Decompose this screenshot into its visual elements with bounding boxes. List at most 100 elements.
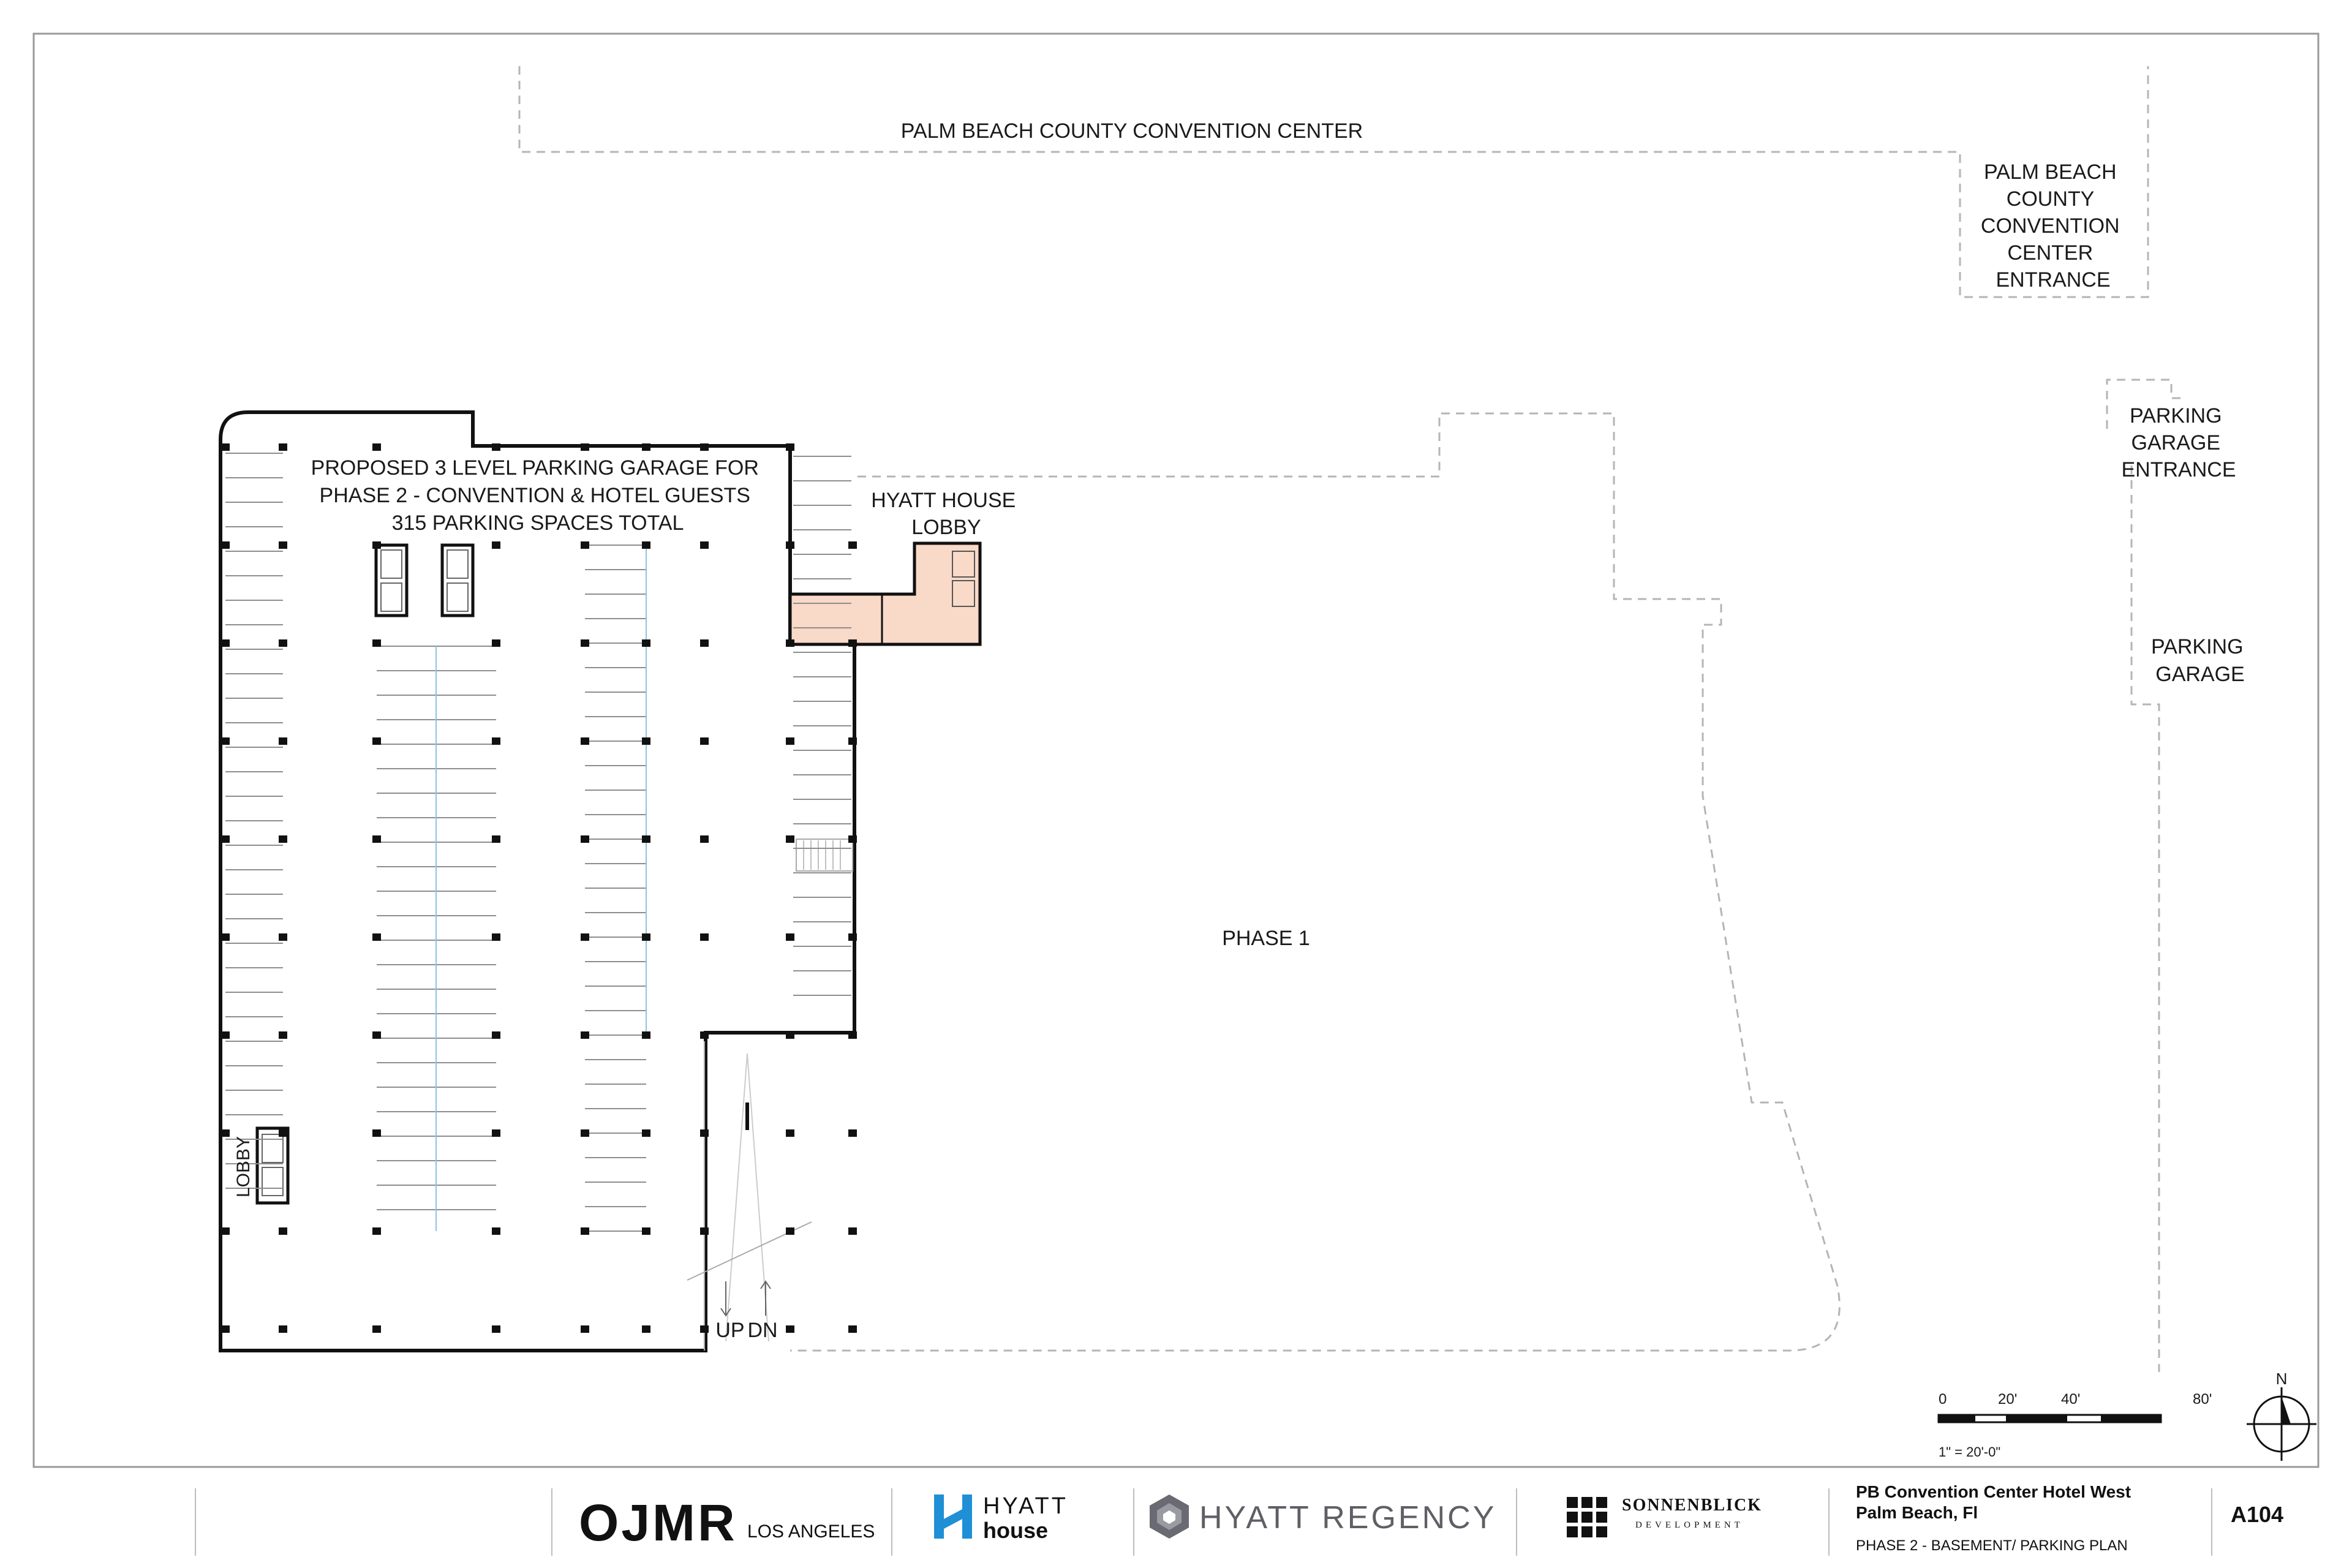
column-mark xyxy=(642,933,650,941)
column-mark xyxy=(279,443,287,451)
column-mark xyxy=(372,737,381,745)
column-mark xyxy=(642,541,650,549)
existing-parking-garage-outline xyxy=(2106,379,2184,1372)
column-mark xyxy=(700,639,709,647)
ramp-down-arrow-icon xyxy=(720,1281,731,1317)
sheet-border xyxy=(32,32,2320,1468)
hyatt-house-sub: house xyxy=(983,1518,1049,1543)
column-mark xyxy=(279,1129,287,1137)
column-mark xyxy=(848,1129,857,1137)
column-mark xyxy=(221,737,230,745)
column-mark xyxy=(700,443,709,451)
column-mark xyxy=(700,1129,709,1137)
hyatt-regency-logo-icon xyxy=(1148,1494,1190,1539)
column-mark xyxy=(786,737,794,745)
column-mark xyxy=(642,1325,650,1333)
sonnenblick-grid-icon xyxy=(1567,1497,1607,1537)
ramp-up-arrow-icon xyxy=(760,1280,771,1316)
column-mark xyxy=(848,541,857,549)
column-mark xyxy=(492,933,500,941)
column-mark xyxy=(581,541,589,549)
ramp-up-label: UP xyxy=(715,1319,744,1342)
sheet-number: A104 xyxy=(2231,1502,2284,1527)
column-mark xyxy=(372,541,381,549)
column-mark xyxy=(221,1227,230,1235)
column-mark xyxy=(786,1325,794,1333)
ramp-dn-label: DN xyxy=(747,1319,777,1342)
elevator-icon xyxy=(952,580,975,607)
column-mark xyxy=(700,835,709,843)
convention-center-label: PALM BEACH COUNTY CONVENTION CENTER xyxy=(901,119,1363,143)
hyatt-regency-name: HYATT REGENCY xyxy=(1199,1500,1497,1536)
column-mark xyxy=(700,1227,709,1235)
column-mark xyxy=(372,835,381,843)
phase1-outline xyxy=(790,412,1841,1352)
elevator-icon xyxy=(952,551,975,578)
column-mark xyxy=(848,1325,857,1333)
convention-center-outline xyxy=(518,66,2149,298)
column-mark xyxy=(221,1325,230,1333)
column-mark xyxy=(221,1031,230,1039)
column-mark xyxy=(700,933,709,941)
stair-icon xyxy=(796,839,853,872)
column-mark xyxy=(372,1325,381,1333)
proposed-garage-label: PROPOSED 3 LEVEL PARKING GARAGE FOR PHAS… xyxy=(311,456,765,535)
column-mark xyxy=(372,443,381,451)
column-mark xyxy=(642,443,650,451)
column-mark xyxy=(221,541,230,549)
column-mark xyxy=(848,1227,857,1235)
column-mark xyxy=(581,737,589,745)
column-mark xyxy=(642,835,650,843)
column-mark xyxy=(372,1031,381,1039)
project-location: Palm Beach, Fl xyxy=(1856,1503,1978,1522)
scale-bar: 0 20' 40' 80' 1" = 20'-0" xyxy=(1937,1391,2212,1460)
column-mark xyxy=(279,737,287,745)
column-mark xyxy=(492,737,500,745)
hyatt-house-lobby-label: HYATT HOUSE LOBBY xyxy=(871,489,1022,539)
column-mark xyxy=(581,835,589,843)
column-mark xyxy=(642,639,650,647)
column-mark xyxy=(221,639,230,647)
svg-text:80': 80' xyxy=(2193,1391,2212,1408)
column-mark xyxy=(492,1129,500,1137)
garage-entrance-label: PARKING GARAGE ENTRANCE xyxy=(2121,404,2236,481)
column-mark xyxy=(642,1129,650,1137)
column-mark xyxy=(700,1031,709,1039)
column-mark xyxy=(279,1031,287,1039)
column-mark xyxy=(221,933,230,941)
column-mark xyxy=(642,737,650,745)
column-mark xyxy=(848,835,857,843)
hyatt-house-brand: HYATT xyxy=(983,1493,1068,1519)
column-mark xyxy=(492,1031,500,1039)
column-mark xyxy=(492,835,500,843)
svg-text:40': 40' xyxy=(2061,1391,2080,1408)
column-mark xyxy=(279,639,287,647)
column-mark xyxy=(279,541,287,549)
svg-text:0: 0 xyxy=(1939,1391,1947,1408)
svg-text:N: N xyxy=(2276,1370,2288,1388)
svg-text:20': 20' xyxy=(1998,1391,2017,1408)
column-mark xyxy=(848,933,857,941)
sheet-title: PHASE 2 - BASEMENT/ PARKING PLAN xyxy=(1856,1537,2128,1554)
column-mark xyxy=(581,1227,589,1235)
ojmr-logo: OJMR xyxy=(579,1494,737,1551)
column-mark xyxy=(581,443,589,451)
column-mark xyxy=(848,639,857,647)
column-mark xyxy=(848,1031,857,1039)
column-mark xyxy=(786,443,794,451)
column-mark xyxy=(492,443,500,451)
column-mark xyxy=(786,1031,794,1039)
column-mark xyxy=(221,835,230,843)
column-mark xyxy=(581,639,589,647)
column-mark xyxy=(581,1031,589,1039)
structural-columns xyxy=(221,443,857,1333)
column-mark xyxy=(786,1227,794,1235)
column-mark xyxy=(279,1325,287,1333)
column-mark xyxy=(492,541,500,549)
site-plan: PALM BEACH COUNTY CONVENTION CENTER PALM… xyxy=(32,32,2320,1468)
column-mark xyxy=(848,737,857,745)
column-mark xyxy=(372,639,381,647)
column-mark xyxy=(372,1129,381,1137)
hyatt-house-lobby-area xyxy=(788,541,982,646)
